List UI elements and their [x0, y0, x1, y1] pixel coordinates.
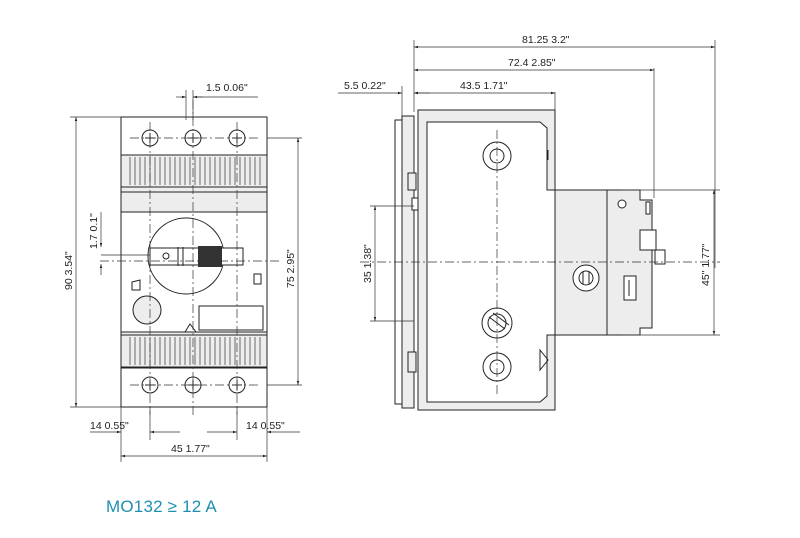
front-hole — [132, 295, 162, 325]
dim-top-label: 1.5 0.06" — [206, 82, 248, 94]
dim-height-inner-label: 75 2.95" — [285, 249, 297, 288]
front-view — [70, 90, 302, 462]
dim-right-terminal-label: 14 0.55" — [246, 420, 285, 432]
dim-left-terminal-label: 14 0.55" — [90, 420, 129, 432]
dim-center-label: 45" 1.77" — [700, 243, 712, 286]
dim-rail-label: 5.5 0.22" — [344, 80, 386, 92]
dim-height-outer-label: 90 3.54" — [63, 251, 75, 290]
dim-total-depth-label: 81.25 3.2" — [522, 34, 570, 46]
model-caption: MO132 ≥ 12 A — [106, 497, 217, 516]
dim-depth-body-label: 43.5 1.71" — [460, 80, 508, 92]
dim-width-label: 45 1.77" — [171, 443, 210, 455]
dim-depth-mid-label: 72.4 2.85" — [508, 57, 556, 69]
dim-din-label: 35 1.38" — [362, 244, 374, 283]
dim-knob-offset-label: 1.7 0.1" — [88, 213, 100, 249]
bottom-vent-ribs — [120, 334, 268, 368]
side-view — [338, 40, 720, 411]
top-vent-ribs — [120, 154, 268, 188]
